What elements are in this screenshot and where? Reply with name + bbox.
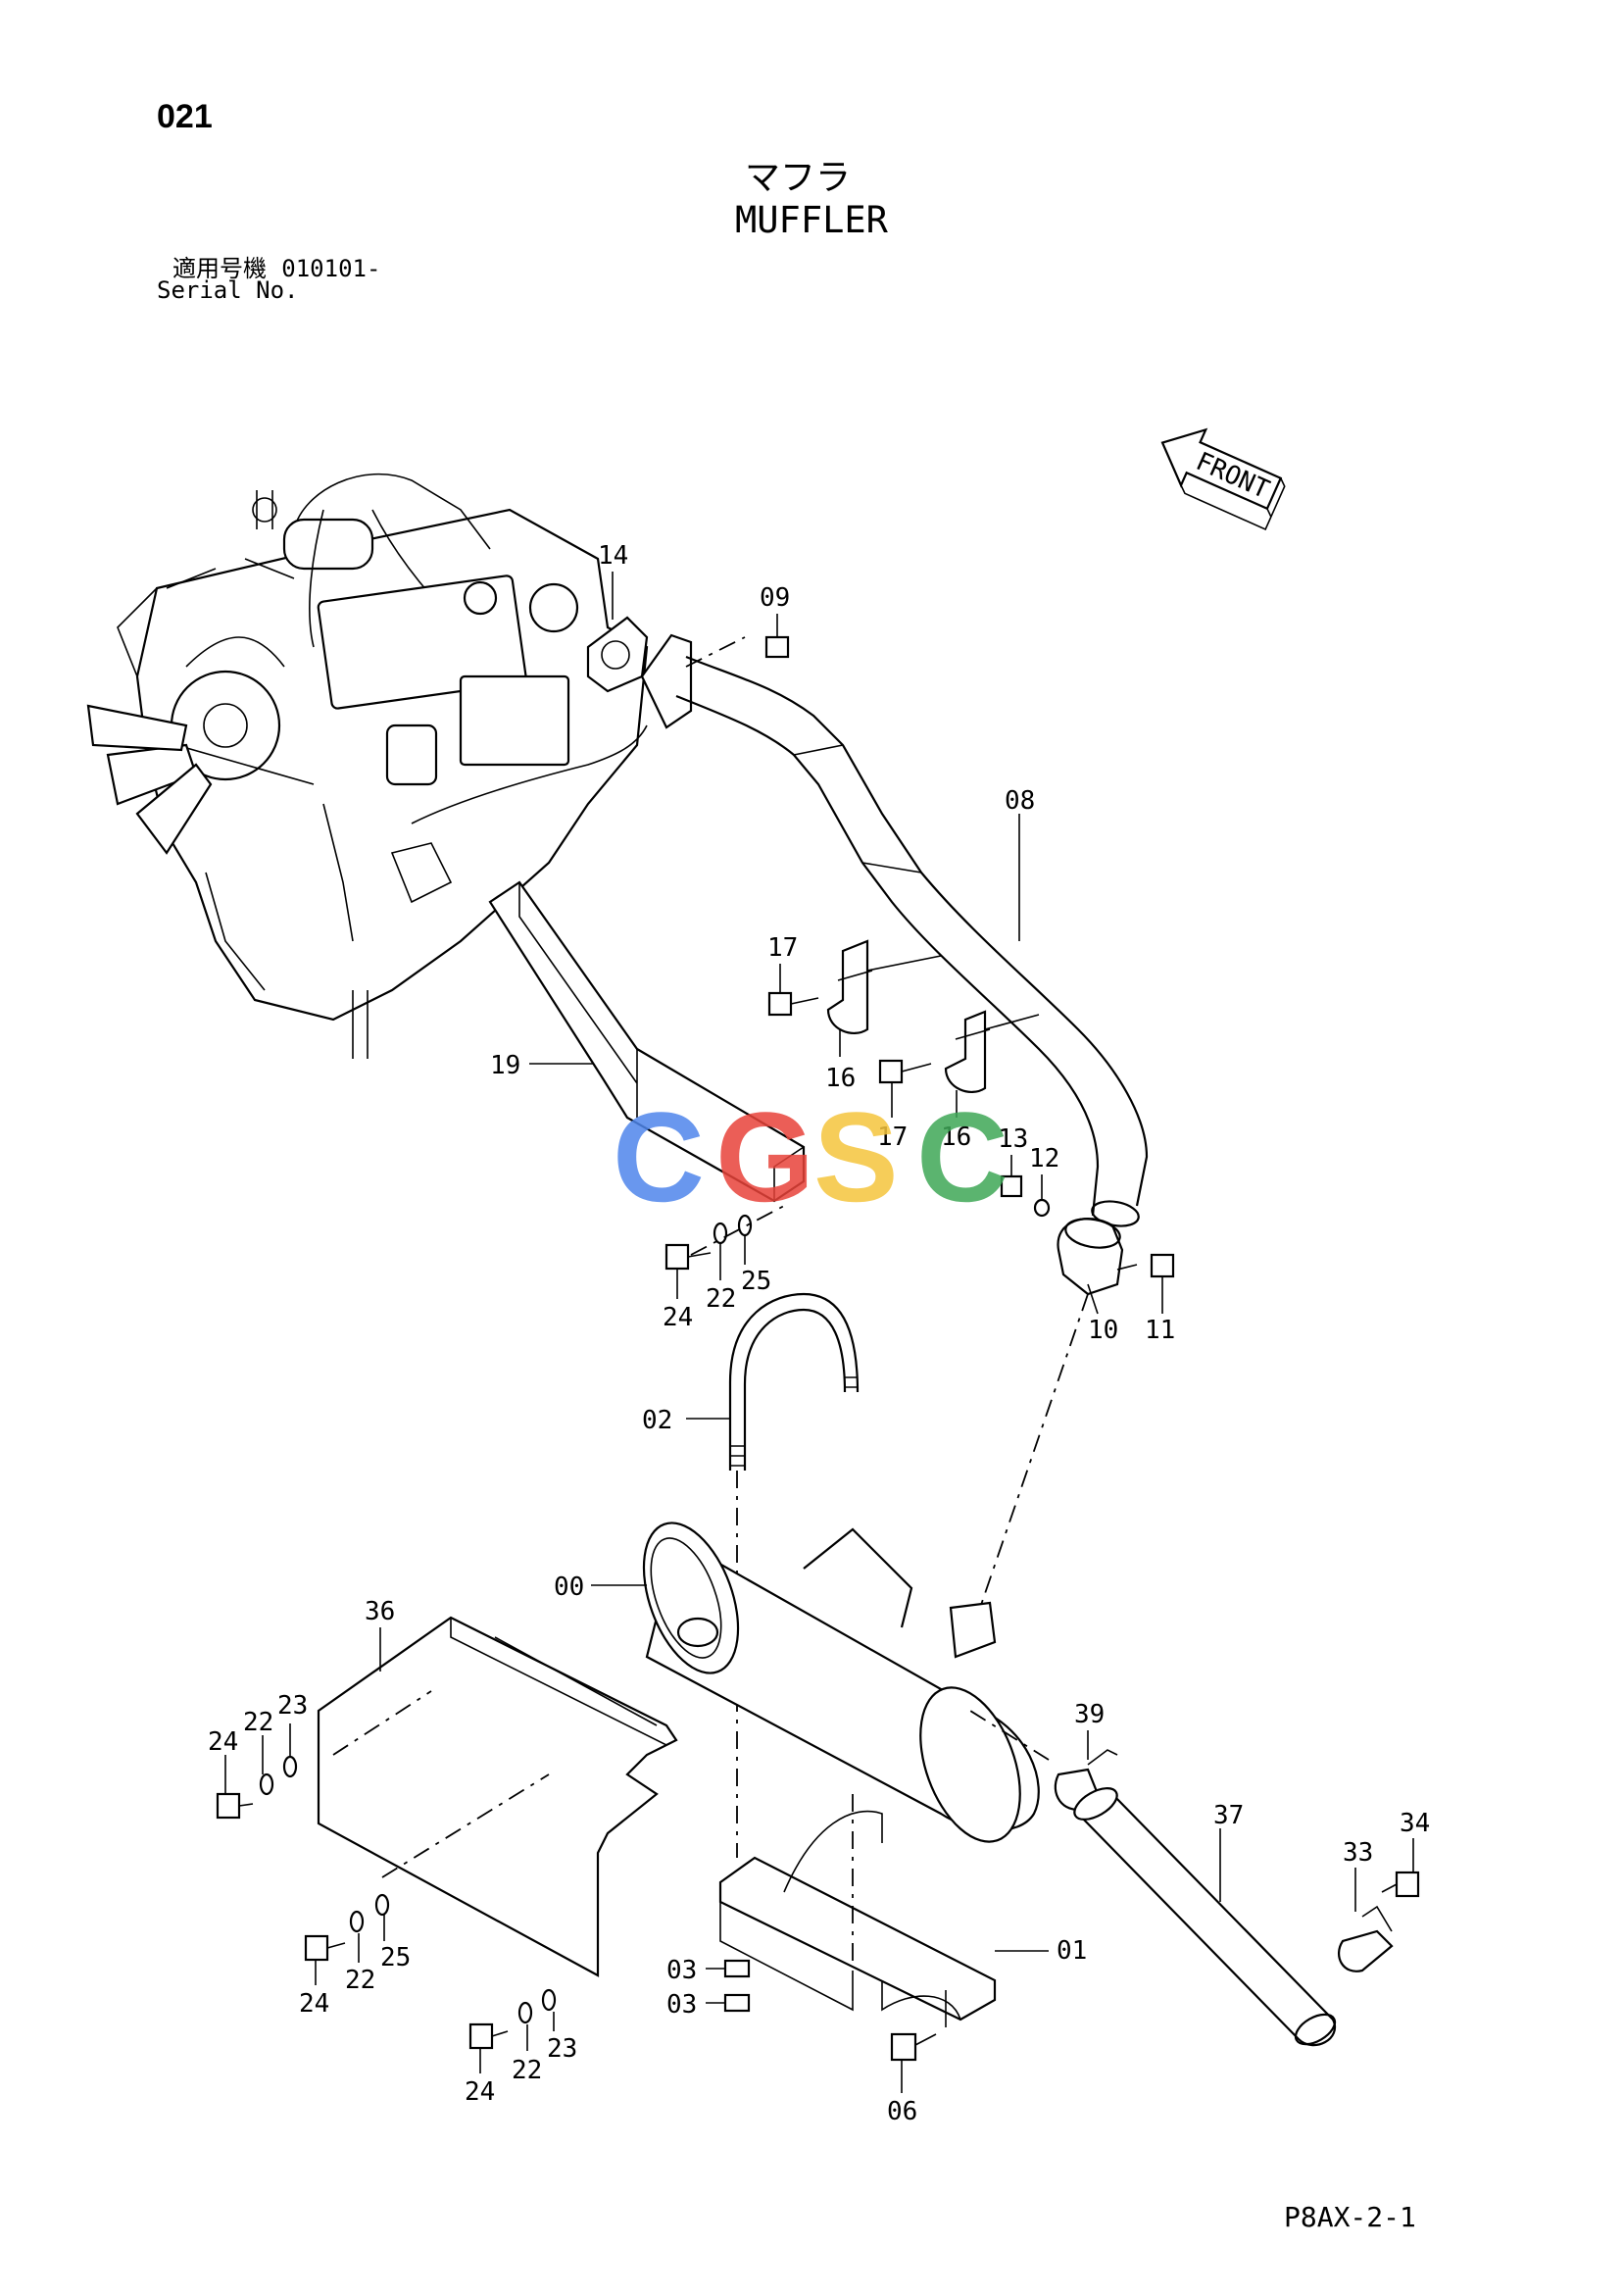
label-06: 06 <box>887 2097 917 2126</box>
cgsc-watermark: C G S C <box>613 1085 1008 1228</box>
label-08: 08 <box>1005 786 1035 816</box>
watermark-letter-c2: C <box>916 1085 1008 1228</box>
title-english: MUFFLER <box>735 199 888 241</box>
label-24a: 24 <box>663 1303 693 1332</box>
label-12: 12 <box>1029 1144 1059 1173</box>
cover-36 <box>317 1616 678 1977</box>
front-arrow: FRONT <box>1160 427 1286 530</box>
label-11: 11 <box>1145 1316 1175 1345</box>
label-22b: 22 <box>243 1708 273 1737</box>
clamp-lower <box>878 1010 1040 1118</box>
label-03a: 03 <box>666 1956 697 1985</box>
label-14: 14 <box>598 541 628 571</box>
muffler <box>591 1522 1040 1843</box>
label-09: 09 <box>760 583 790 613</box>
label-16b: 16 <box>941 1123 971 1152</box>
page-code: 021 <box>157 98 213 135</box>
label-39: 39 <box>1074 1700 1105 1729</box>
watermark-letter-c1: C <box>613 1085 705 1228</box>
label-02: 02 <box>642 1406 672 1435</box>
label-33: 33 <box>1343 1838 1373 1868</box>
watermark-letter-g: G <box>715 1085 814 1228</box>
exhaust-pipe <box>640 633 1149 1227</box>
label-01: 01 <box>1057 1936 1087 1966</box>
bracket-19 <box>488 880 806 1203</box>
label-24b: 24 <box>208 1727 238 1757</box>
clamp-33 <box>1337 1868 1394 1972</box>
title-japanese: マフラ <box>745 158 852 198</box>
serial-label-en: Serial No. <box>157 276 299 304</box>
bolt-34 <box>1381 1838 1420 1898</box>
label-16a: 16 <box>825 1064 856 1093</box>
label-17a: 17 <box>767 933 798 963</box>
clamp-upper <box>767 939 942 1057</box>
nuts-03 <box>706 1959 751 2013</box>
bolt-set-cover-left <box>304 1893 390 1985</box>
label-25b: 25 <box>380 1943 411 1972</box>
label-22a: 22 <box>706 1284 736 1314</box>
serial-line-jp: 適用号機 010101- <box>172 249 380 283</box>
nut-13-washer-12 <box>1000 1155 1051 1218</box>
label-19: 19 <box>490 1051 520 1080</box>
bolt-set-cover-top <box>216 1723 298 1820</box>
label-13: 13 <box>998 1124 1028 1154</box>
watermark-letter-s: S <box>813 1085 899 1228</box>
label-36: 36 <box>365 1597 395 1626</box>
label-25a: 25 <box>741 1267 771 1296</box>
label-22d: 22 <box>512 2056 542 2085</box>
label-37: 37 <box>1213 1801 1244 1830</box>
bolt-set-bracket <box>664 1205 785 1299</box>
label-10: 10 <box>1088 1316 1118 1345</box>
engine-assembly <box>86 473 649 1059</box>
label-03b: 03 <box>666 1990 697 2020</box>
label-23a: 23 <box>277 1691 308 1721</box>
nut-09 <box>764 614 790 659</box>
gasket <box>586 572 649 693</box>
serial-label-jp: 適用号機 <box>172 255 267 282</box>
label-24c: 24 <box>299 1989 329 2019</box>
bolt-set-cover-bottom <box>468 1988 557 2073</box>
tail-pipe <box>1073 1787 1337 2047</box>
label-17b: 17 <box>877 1123 908 1152</box>
label-24d: 24 <box>465 2077 495 2107</box>
label-34: 34 <box>1400 1809 1430 1838</box>
bolt-06 <box>890 1990 947 2093</box>
label-23b: 23 <box>547 2034 577 2064</box>
serial-range: 010101- <box>281 255 381 282</box>
label-22c: 22 <box>345 1966 375 1995</box>
label-00: 00 <box>554 1572 584 1602</box>
muffler-bracket <box>718 1794 1049 2021</box>
drawing-reference: P8AX-2-1 <box>1284 2201 1416 2233</box>
clamp-10 <box>979 1218 1175 1609</box>
